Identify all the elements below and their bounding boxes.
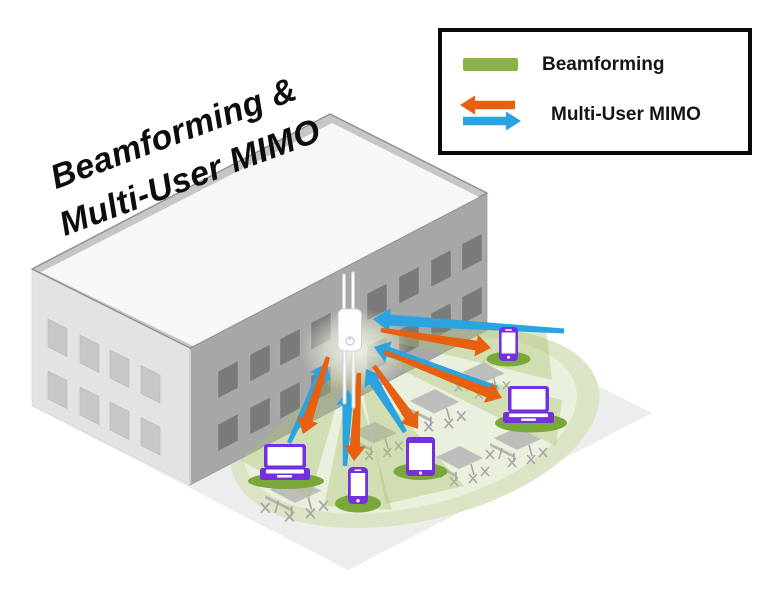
downlink-arrow-smartphone-center xyxy=(343,372,366,461)
client-devices xyxy=(260,327,554,504)
uplink-arrow-smartphone-right xyxy=(373,308,565,334)
laptop-right-device xyxy=(503,386,554,423)
legend-box: Beamforming Multi-User MIMO xyxy=(438,28,752,155)
downlink-arrow-laptop-right xyxy=(383,350,502,403)
uplink-arrow-smartphone-center xyxy=(336,390,359,467)
building-windows-side xyxy=(47,318,161,456)
window-side xyxy=(109,349,130,388)
window-front xyxy=(217,360,239,399)
window-side xyxy=(140,417,161,456)
window-side xyxy=(47,318,68,357)
window-front xyxy=(461,233,483,272)
ap-body xyxy=(337,308,362,352)
legend-label-beamforming: Beamforming xyxy=(542,54,665,75)
downlink-arrow-smartphone-right xyxy=(380,327,491,357)
window-side xyxy=(109,401,130,440)
legend-blue-arrow xyxy=(463,111,521,131)
smartphone-right-device xyxy=(499,327,518,361)
downlink-arrow-tablet-center xyxy=(372,364,419,429)
building-windows-front xyxy=(217,233,483,452)
laptop-left-device xyxy=(260,444,310,480)
smartphone-center-device xyxy=(348,467,368,504)
uplink-arrow-tablet-center xyxy=(364,369,407,434)
window-front xyxy=(249,396,271,436)
window-front xyxy=(461,286,483,325)
window-front xyxy=(279,328,301,367)
window-side xyxy=(140,365,161,404)
window-side xyxy=(79,386,100,425)
window-front xyxy=(430,249,452,288)
outdoor-wifi-access-point xyxy=(337,271,362,409)
uplink-blue-arrow-icon xyxy=(463,111,521,131)
legend-orange-arrow xyxy=(460,95,515,115)
ap-logo-ring xyxy=(345,336,355,346)
ap-antenna-top-left xyxy=(342,273,346,313)
ap-logo-dot xyxy=(348,337,352,341)
tablet-center-device xyxy=(406,437,435,476)
beamforming-swatch-icon xyxy=(463,58,518,71)
uplink-arrow-laptop-right xyxy=(374,341,498,391)
ap-antenna-top-right xyxy=(351,271,355,313)
window-side xyxy=(47,370,68,409)
window-front xyxy=(217,413,239,452)
window-front xyxy=(398,266,420,305)
building-roof xyxy=(41,123,479,346)
mu-mimo-links xyxy=(287,308,565,467)
downlink-arrow-laptop-left xyxy=(297,356,331,434)
downlink-orange-arrow-icon xyxy=(460,95,515,115)
legend-label-mu-mimo: Multi-User MIMO xyxy=(551,104,701,125)
window-front xyxy=(279,381,301,420)
ap-antenna-bottom-right xyxy=(351,349,356,409)
window-side xyxy=(79,334,100,373)
window-front xyxy=(249,343,271,383)
ap-antenna-bottom-left xyxy=(342,349,347,405)
